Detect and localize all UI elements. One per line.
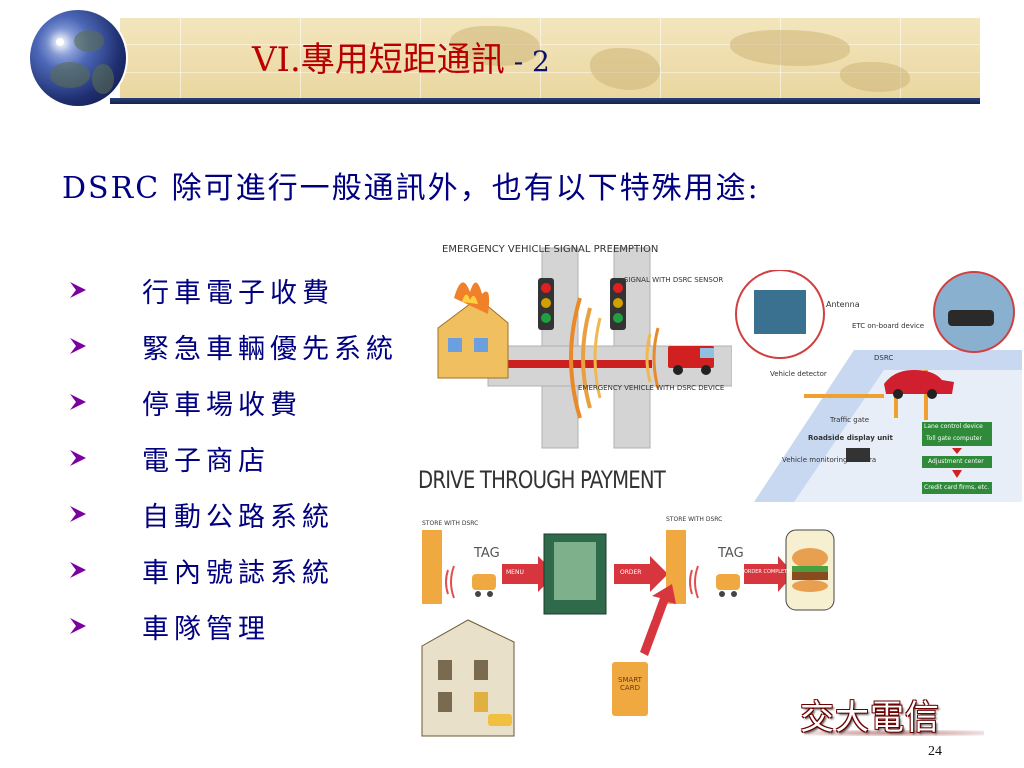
list-item: 行車電子收費 xyxy=(68,262,398,318)
burger-icon xyxy=(785,529,835,611)
adjustment-center-label: Adjustment center xyxy=(928,458,984,465)
fire-truck-icon xyxy=(668,346,714,375)
store-icon xyxy=(422,530,442,604)
list-item-label: 自動公路系統 xyxy=(142,501,334,533)
car-icon xyxy=(716,574,740,597)
arrow-bullet-icon xyxy=(68,617,142,635)
list-item-label: 緊急車輛優先系統 xyxy=(142,333,398,365)
emergency-vehicle-label: EMERGENCY VEHICLE WITH DSRC DEVICE xyxy=(578,384,725,392)
list-item-label: 電子商店 xyxy=(142,445,270,477)
store-1-label: STORE WITH DSRC xyxy=(422,520,479,527)
emergency-preemption-figure xyxy=(437,247,732,449)
traffic-gate-label: Traffic gate xyxy=(830,416,870,424)
arrow-bullet-icon xyxy=(68,561,142,579)
list-item-label: 行車電子收費 xyxy=(142,277,334,309)
smart-card-icon xyxy=(612,662,648,716)
brand-logo-text: 交大電信 xyxy=(800,698,940,738)
etc-diagram xyxy=(735,269,1022,502)
traffic-light-icon xyxy=(610,278,626,330)
dsrc-label: DSRC xyxy=(874,354,894,362)
globe-logo-icon xyxy=(30,10,126,106)
arrow-bullet-icon xyxy=(68,505,142,523)
money-arrow-icon xyxy=(640,584,676,656)
order-label: ORDER xyxy=(620,569,642,576)
arrow-bullet-icon xyxy=(68,281,142,299)
arrow-bullet-icon xyxy=(68,449,142,467)
onboard-label: ETC on-board device xyxy=(852,322,925,330)
arrow-bullet-icon xyxy=(68,337,142,355)
smart-card-label: SMART CARD xyxy=(618,676,642,692)
list-item: 車內號誌系統 xyxy=(68,542,398,598)
car-icon xyxy=(884,370,954,399)
monitoring-camera-label: Vehicle monitoring camera xyxy=(782,456,877,464)
toll-gate-label: Toll gate computer xyxy=(926,435,982,442)
page-title-suffix: - 2 xyxy=(504,45,550,78)
list-item: 車隊管理 xyxy=(68,598,398,654)
car-icon xyxy=(472,574,496,597)
list-item: 電子商店 xyxy=(68,430,398,486)
tag-1-label: TAG xyxy=(474,546,500,561)
camera-icon xyxy=(846,448,870,462)
traffic-light-icon xyxy=(538,278,554,330)
roadside-display-label: Roadside display unit xyxy=(808,434,893,442)
signal-sensor-label: SIGNAL WITH DSRC SENSOR xyxy=(624,276,724,284)
order-complete-label: ORDER COMPLETE xyxy=(744,569,791,575)
lane-control-label: Lane control device xyxy=(924,423,983,430)
list-item-label: 車隊管理 xyxy=(142,613,270,645)
antenna-device-icon xyxy=(754,290,806,334)
page-title: VI.專用短距通訊 - 2 xyxy=(252,32,550,81)
banner-underline xyxy=(110,98,980,104)
list-item-label: 車內號誌系統 xyxy=(142,557,334,589)
list-item: 停車場收費 xyxy=(68,374,398,430)
vehicle-detector-label: Vehicle detector xyxy=(770,370,827,378)
drive-through-figure xyxy=(421,529,835,737)
list-item: 緊急車輛優先系統 xyxy=(68,318,398,374)
title-banner xyxy=(120,18,980,98)
page-number: 24 xyxy=(928,744,942,759)
tag-2-label: TAG xyxy=(718,546,744,561)
onboard-device-icon xyxy=(948,310,994,326)
order-arrow-icon xyxy=(614,556,668,592)
store-2-label: STORE WITH DSRC xyxy=(666,516,723,523)
page-title-main: VI.專用短距通訊 xyxy=(252,40,505,80)
menu-label: MENU xyxy=(506,569,524,576)
building-icon xyxy=(421,619,515,737)
list-item: 自動公路系統 xyxy=(68,486,398,542)
list-item-label: 停車場收費 xyxy=(142,389,302,421)
credit-card-label: Credit card firms, etc. xyxy=(924,484,990,491)
arrow-bullet-icon xyxy=(68,393,142,411)
order-complete-arrow-icon xyxy=(744,556,794,592)
emergency-figure-title: EMERGENCY VEHICLE SIGNAL PREEMPTION xyxy=(442,244,659,255)
antenna-label: Antenna xyxy=(826,300,860,309)
etc-figure: Antenna ETC on-board device DSRC Vehicle… xyxy=(734,269,1022,502)
menu-arrow-icon xyxy=(502,556,556,592)
intro-text: DSRC 除可進行一般通訊外，也有以下特殊用途: xyxy=(62,171,760,206)
use-case-list: 行車電子收費 緊急車輛優先系統 停車場收費 電子商店 自動公路系統 車內號誌系統… xyxy=(68,262,398,654)
burning-building-icon xyxy=(437,282,509,379)
brand-shadow xyxy=(808,730,984,736)
drive-through-title: DRIVE THROUGH PAYMENT xyxy=(418,466,666,494)
